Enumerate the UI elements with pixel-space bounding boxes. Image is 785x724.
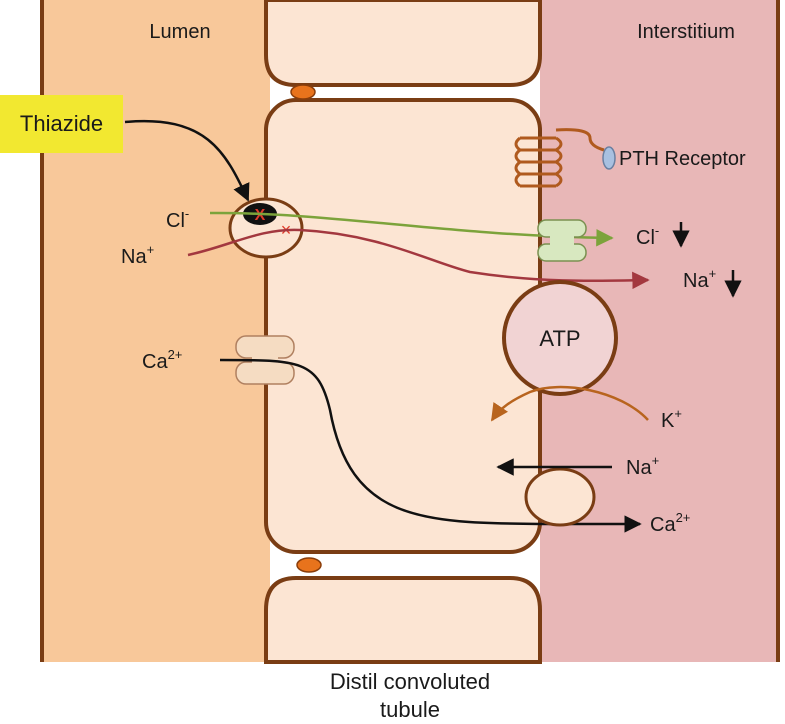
diagram-caption: Distil convoluted tubule <box>260 668 560 724</box>
ca-transport-path <box>219 358 642 533</box>
ca-lumen-label: Ca2+ <box>142 347 182 373</box>
lower-adjacent-cell <box>264 576 542 664</box>
pth-receptor-label: PTH Receptor <box>619 148 746 170</box>
lumen-label: Lumen <box>149 21 210 43</box>
tight-junction-bottom <box>296 557 322 573</box>
k-interstitium-label: K+ <box>661 406 682 432</box>
thiazide-text: Thiazide <box>19 111 104 136</box>
interstitium-label: Interstitium <box>637 21 735 43</box>
cl-lumen-label: Cl- <box>166 206 189 232</box>
caption-line-1: Distil convoluted <box>329 669 491 694</box>
ca-channel <box>235 335 295 385</box>
caption-line-2: tubule <box>380 697 440 722</box>
pth-ligand-icon <box>602 146 616 170</box>
na-k-atpase-pump <box>502 280 618 396</box>
na-ca-exchanger <box>524 467 596 527</box>
thiazide-label: Thiazide <box>0 95 123 153</box>
atp-label: ATP <box>539 326 580 351</box>
thiazide-arrow <box>124 119 250 202</box>
na-interstitium-label: Na+ <box>683 266 716 292</box>
k-transport-path <box>490 385 649 422</box>
na-transport-path <box>187 228 650 290</box>
na-lumen-label: Na+ <box>121 242 154 268</box>
pth-receptor <box>514 128 605 188</box>
ca-interstitium-label: Ca2+ <box>650 510 690 536</box>
tight-junction-top <box>290 84 316 100</box>
na-exchanger-label: Na+ <box>626 453 659 479</box>
blocked-marker: X <box>255 207 266 224</box>
epithelial-cell <box>264 98 542 554</box>
cl-interstitium-label: Cl- <box>636 223 659 249</box>
cl-channel <box>537 219 587 262</box>
upper-adjacent-cell <box>264 0 542 87</box>
